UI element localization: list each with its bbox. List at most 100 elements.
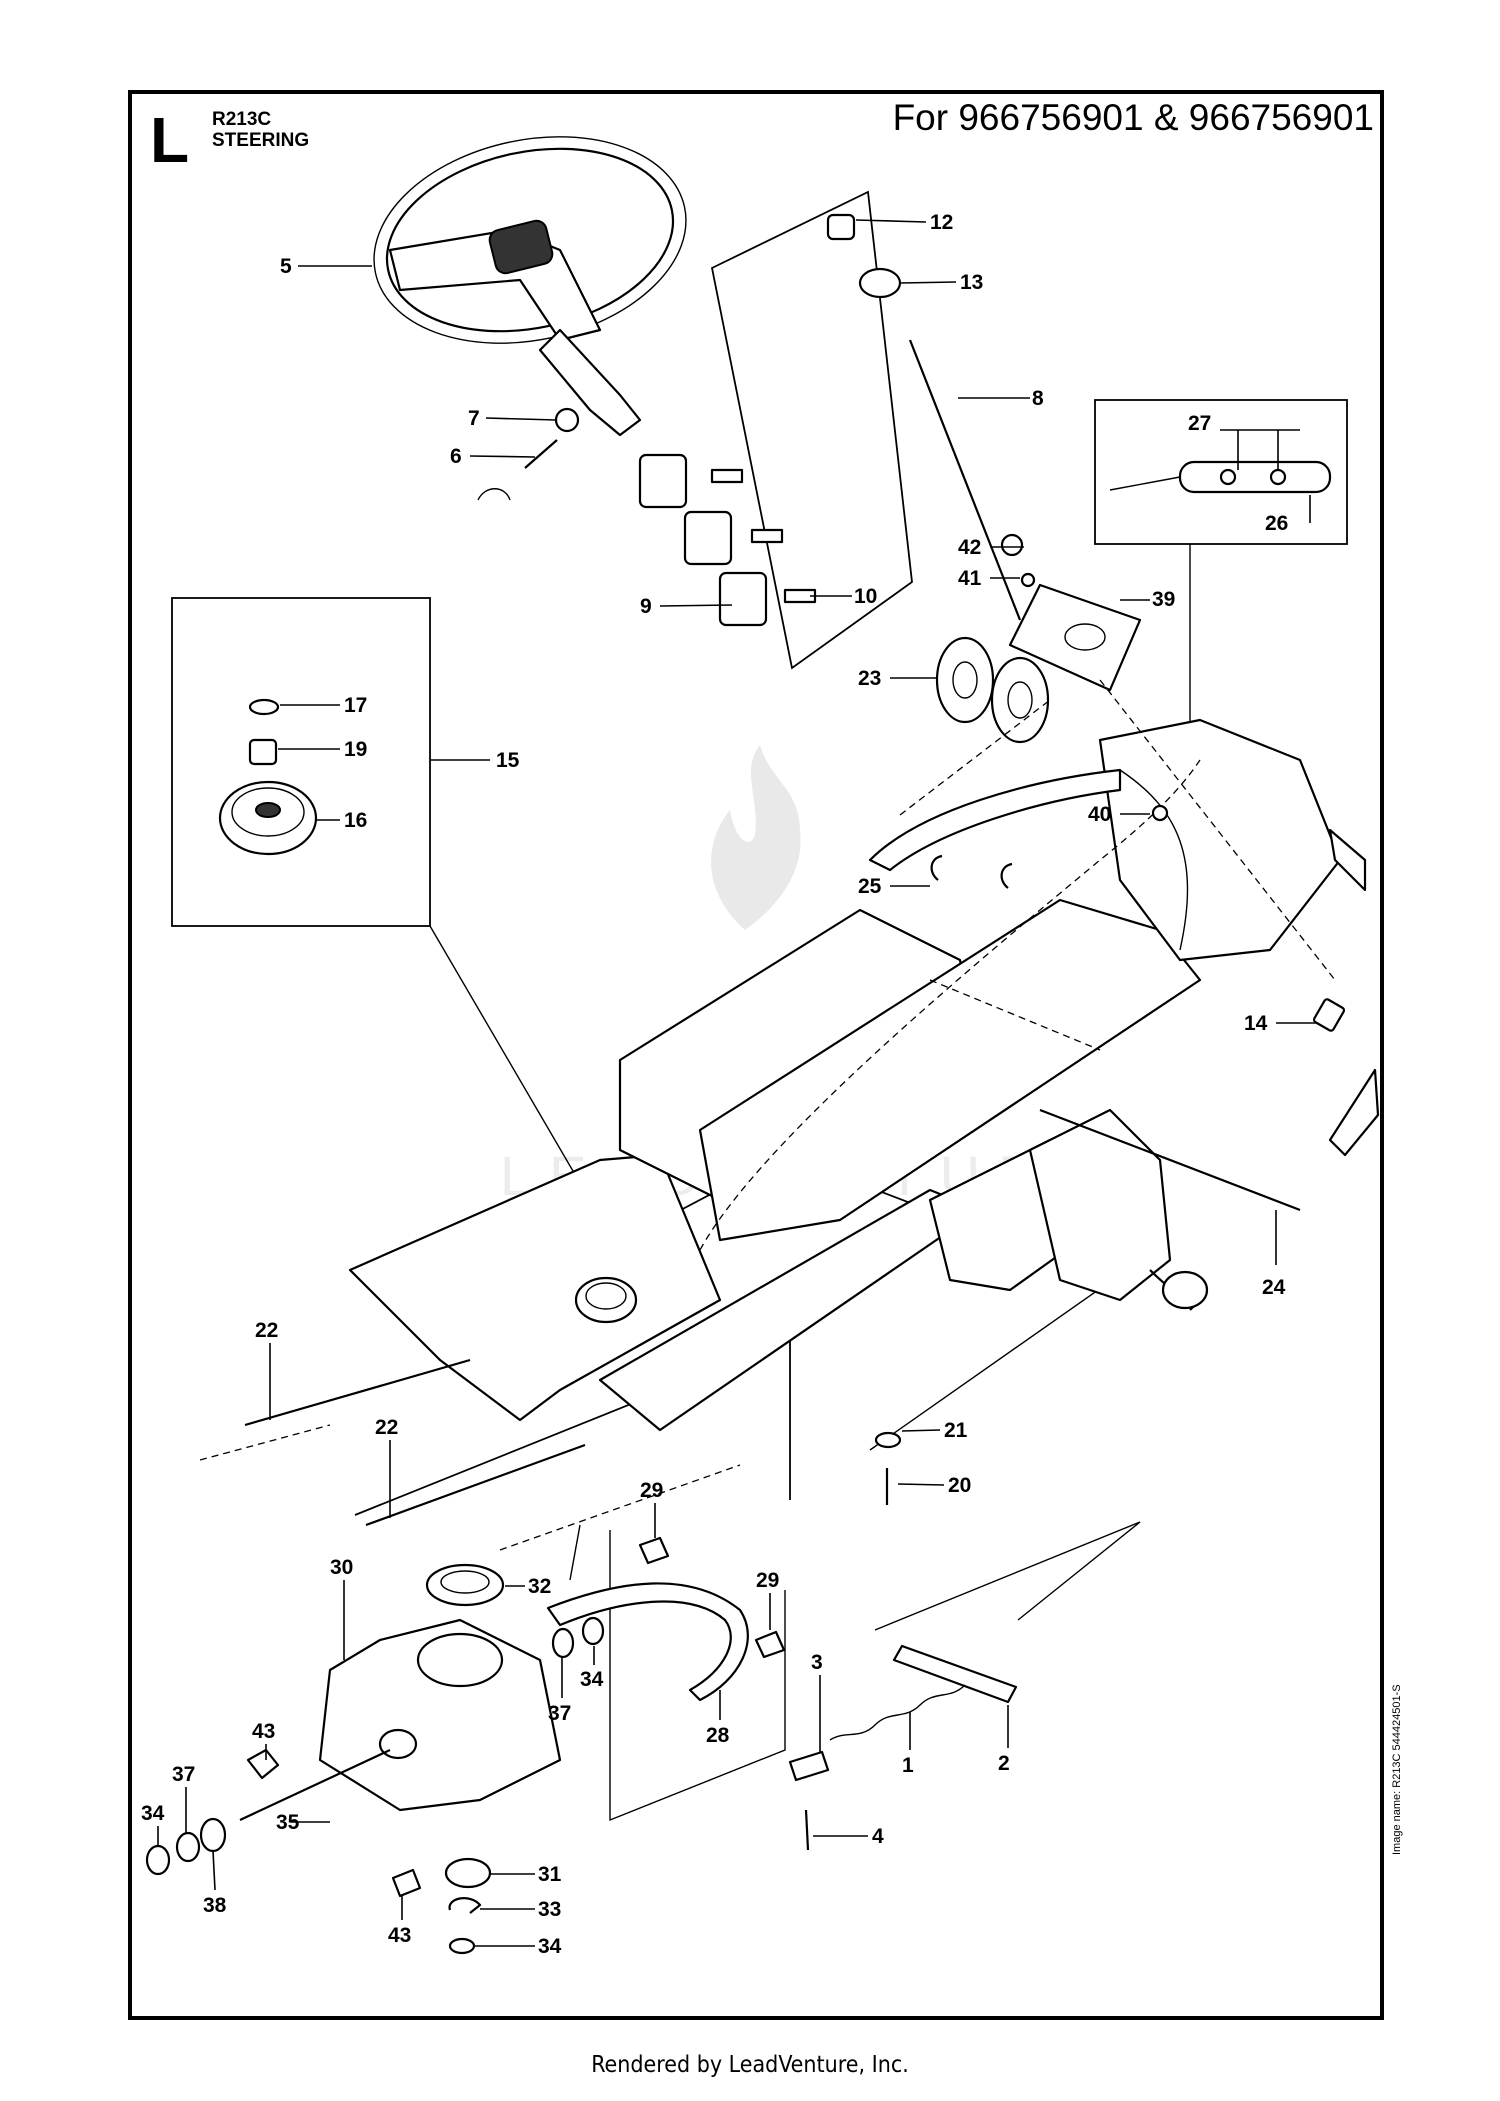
ring-34-c (448, 1937, 476, 1955)
callout-12: 12 (930, 211, 953, 234)
steering-wheel (373, 136, 687, 437)
callout-30: 30 (330, 1556, 353, 1579)
washer-21 (874, 1431, 902, 1449)
callout-22-a: 22 (255, 1319, 278, 1342)
pin-24 (1039, 1108, 1301, 1212)
callout-labels: 5 7 6 9 10 12 13 8 42 41 39 27 26 23 40 … (141, 211, 1288, 1958)
spring-assembly (788, 1431, 1018, 1851)
callout-43-a: 43 (252, 1720, 275, 1743)
bearing-upper-inner (585, 1282, 627, 1310)
callout-15: 15 (496, 749, 520, 772)
nut-43-a (246, 1748, 280, 1780)
bolt-6 (524, 439, 558, 469)
callout-37-b: 37 (548, 1702, 571, 1725)
nut-29-a (638, 1536, 670, 1565)
callout-33: 33 (538, 1898, 561, 1921)
drawing-frame (128, 90, 1384, 2020)
callout-5: 5 (280, 255, 292, 278)
callout-29-b: 29 (756, 1569, 779, 1592)
leader-21 (901, 1429, 941, 1432)
link-3 (788, 1750, 830, 1782)
callout-32: 32 (528, 1575, 551, 1598)
applies-to-label: For 966756901 & 966756901 (892, 97, 1374, 138)
model-label: R213C (212, 109, 272, 130)
steering-cable-path (699, 759, 1201, 1251)
ring-34-b (581, 1616, 605, 1646)
hidden-line-4 (499, 1464, 741, 1551)
callout-29-a: 29 (640, 1479, 663, 1502)
pulley-detail (218, 698, 318, 856)
steering-shaft (826, 213, 1142, 692)
pulley-23-b (990, 656, 1050, 744)
callout-34-a: 34 (141, 1802, 165, 1825)
watermark-flame-icon (711, 745, 801, 930)
callout-28: 28 (706, 1724, 730, 1747)
callout-8: 8 (1032, 387, 1044, 410)
callout-37-a: 37 (172, 1763, 195, 1786)
hidden-line-5 (199, 1424, 331, 1461)
rod-22-a (244, 1358, 471, 1427)
steering-wheel-hub-logo-icon (488, 219, 554, 275)
chain-cable (1109, 476, 1181, 491)
chain-link-26 (1178, 460, 1332, 494)
frame-rail-upper (698, 898, 1202, 1242)
callout-35: 35 (276, 1811, 300, 1834)
plate-39 (1008, 583, 1142, 692)
callout-34-c: 34 (538, 1935, 562, 1958)
callout-43-b: 43 (388, 1924, 411, 1947)
adapter-bushing-1 (638, 453, 688, 509)
callout-2: 2 (998, 1752, 1010, 1775)
chain-detail-box (1094, 399, 1348, 545)
bushing-12 (826, 213, 856, 241)
leader-12 (855, 219, 927, 223)
bracket-leader-line (874, 1521, 1141, 1631)
nut-29-b (754, 1630, 786, 1659)
pulley-16-inner (231, 787, 305, 837)
leader-9 (659, 604, 733, 607)
callout-31: 31 (538, 1863, 562, 1886)
section-title: STEERING (212, 130, 310, 151)
bushing-13 (858, 267, 902, 299)
pulley-16-hub (255, 802, 281, 818)
frame-edge-right (1328, 828, 1367, 892)
nut-43-b (391, 1868, 422, 1898)
steering-shaft-8 (908, 339, 1022, 621)
steering-column-tube (538, 328, 642, 437)
callout-9: 9 (640, 595, 652, 618)
callout-leaders (157, 219, 1318, 1947)
frame-bar-right (1328, 1068, 1380, 1157)
bolt-6-arc (477, 488, 511, 501)
callout-39: 39 (1152, 588, 1175, 611)
hidden-line-3 (929, 979, 1101, 1051)
callout-20: 20 (948, 1474, 971, 1497)
callout-17: 17 (344, 694, 367, 717)
callout-26: 26 (1265, 512, 1288, 535)
screw-40 (1151, 804, 1169, 822)
callout-19: 19 (344, 738, 367, 761)
bracket-28 (546, 1582, 749, 1702)
washer-37-b (551, 1627, 575, 1659)
washer-37 (175, 1831, 201, 1863)
callout-23: 23 (858, 667, 881, 690)
gear-30-boss (416, 1632, 504, 1688)
callout-21: 21 (944, 1419, 968, 1442)
pulleys-23 (935, 636, 1050, 744)
leader-13 (899, 281, 957, 284)
callout-27: 27 (1188, 412, 1211, 435)
leader-7 (485, 417, 557, 421)
gear-assembly (145, 1524, 786, 1955)
nut-7 (554, 407, 580, 433)
bolt-4 (804, 1809, 810, 1851)
bolt-14 (1312, 998, 1346, 1032)
steering-cable-loop (1119, 769, 1189, 951)
callout-6: 6 (450, 445, 462, 468)
callout-16: 16 (344, 809, 367, 832)
pulley-23-b-hub (1007, 681, 1033, 719)
callout-10: 10 (854, 585, 877, 608)
section-letter: L (150, 104, 190, 176)
callout-7: 7 (468, 407, 480, 430)
ring-34-a (145, 1844, 171, 1876)
steering-adapters (477, 407, 817, 627)
leader-38 (212, 1850, 216, 1891)
